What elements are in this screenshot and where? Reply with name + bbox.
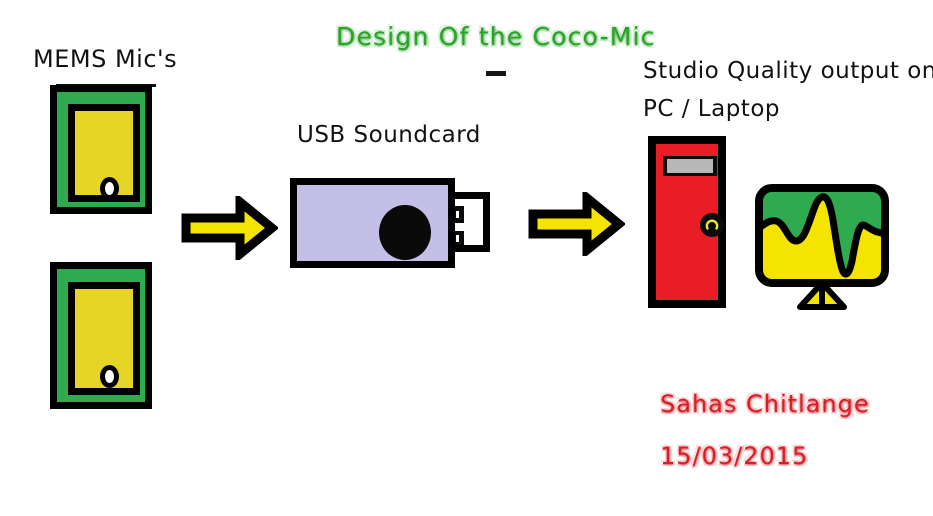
- mems-mic-top-port: [100, 177, 119, 200]
- mems-mic-bottom: [50, 262, 152, 409]
- flow-arrow-2-icon: [527, 192, 625, 256]
- usb-soundcard-label: USB Soundcard: [297, 122, 481, 148]
- usb-body: [290, 178, 455, 268]
- mems-mic-bottom-port: [100, 365, 119, 388]
- mems-mics-label: MEMS Mic's: [33, 45, 178, 73]
- mems-mic-top-face: [68, 104, 140, 202]
- pc-tower-power-button-icon: [700, 213, 724, 237]
- pc-tower-drive-label: [667, 159, 713, 173]
- mems-mic-top: [50, 85, 152, 214]
- title-dash: [486, 71, 506, 76]
- output-label-line-1: Studio Quality output on: [643, 58, 933, 84]
- author-credit: Sahas Chitlange: [660, 390, 870, 418]
- diagram-title: Design Of the Coco-Mic: [336, 22, 656, 51]
- flow-arrow-1-icon: [180, 196, 278, 260]
- mems-mic-bottom-face: [68, 282, 140, 395]
- monitor-graphic: [752, 183, 892, 313]
- usb-soundcard-graphic: [290, 178, 505, 274]
- output-label-line-2: PC / Laptop: [643, 96, 780, 122]
- date-credit: 15/03/2015: [660, 442, 809, 470]
- pc-tower: [648, 136, 726, 308]
- usb-indicator-dot: [379, 205, 431, 260]
- pc-tower-drive-bay: [663, 156, 717, 176]
